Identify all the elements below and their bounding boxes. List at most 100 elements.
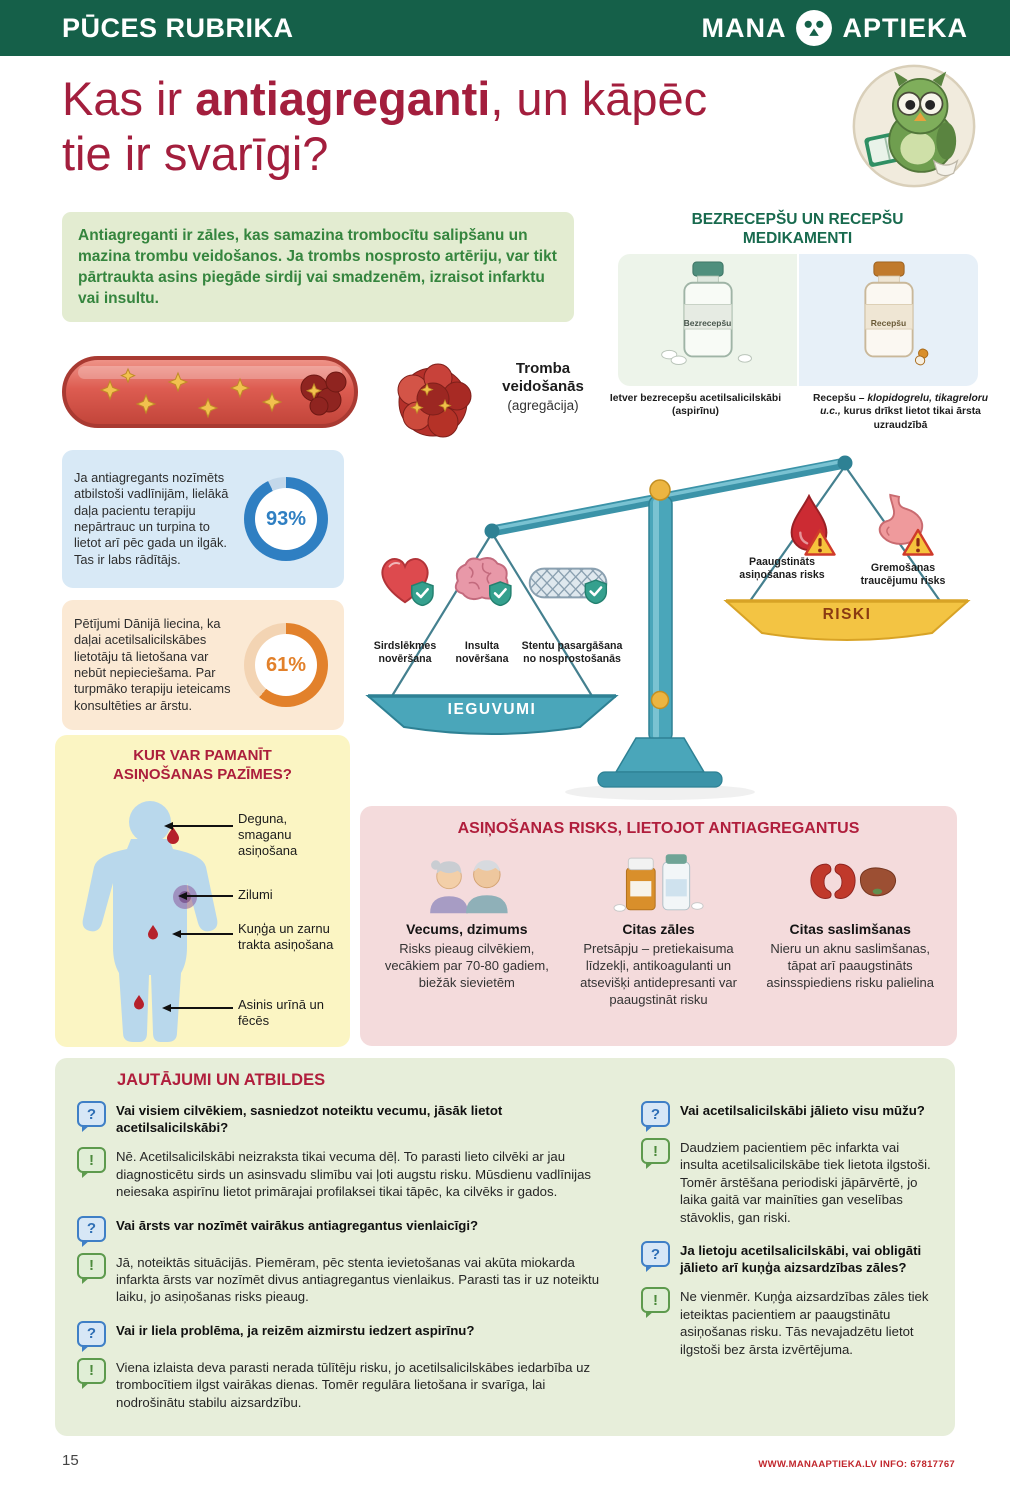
benefit-label-brain: Insulta novēršana xyxy=(455,640,509,666)
intro-box: Antiagreganti ir zāles, kas samazina tro… xyxy=(62,212,574,323)
brand-aptieka: APTIEKA xyxy=(842,12,968,43)
thrombus-caption-sub: (agregācija) xyxy=(507,398,579,413)
rx-medicine-panel: Recepšu xyxy=(799,254,978,386)
otc-medicine-panel: Bezrecepšu xyxy=(618,254,797,386)
stat-box-93: Ja antiagregants nozīmēts atbilstoši vad… xyxy=(62,450,344,588)
answer-icon: ! xyxy=(77,1357,106,1389)
bleeding-signs-heading: KUR VAR PAMANĪT ASIŅOŠANAS PAZĪMES? xyxy=(113,747,292,783)
risks-banner: RISKI xyxy=(822,606,872,623)
risk-label-digestive: Gremošanas traucējumu risks xyxy=(860,562,946,588)
medicine-bottles-icon xyxy=(612,854,704,912)
otc-bottle-label: Bezrecepšu xyxy=(683,318,732,328)
page-title: Kas ir antiagreganti, un kāpēc tie ir sv… xyxy=(62,72,707,181)
thrombus-caption: Tromba veidošanās (agregācija) xyxy=(486,360,600,413)
benefit-label-heart: Sirdslēkmes novēršana xyxy=(373,640,437,666)
blood-drop-belly-icon xyxy=(148,925,158,940)
bleeding-risk-heading: ASIŅOŠANAS RISKS, LIETOJOT ANTIAGREGANTU… xyxy=(457,820,860,837)
bleeding-sign-item: Kuņģa un zarnu trakta asiņošana xyxy=(238,921,334,952)
risk-col-text: Nieru un aknu saslimšanas, tāpat arī paa… xyxy=(766,941,934,990)
risk-column-diseases: Citas saslimšanas Nieru un aknu saslimša… xyxy=(761,848,939,1009)
question-icon: ? xyxy=(641,1241,670,1273)
bleeding-sign-item: Zilumi xyxy=(238,887,273,902)
risk-col-text: Risks pieaug cilvēkiem, vecākiem par 70-… xyxy=(384,941,549,990)
qa-question: ? Vai ārsts var nozīmēt vairākus antiagr… xyxy=(77,1214,617,1247)
bleeding-signs-box: KUR VAR PAMANĪT ASIŅOŠANAS PAZĪMES? Degu… xyxy=(55,735,350,1047)
rx-caption: Recepšu – klopidogrelu, tikagreloru u.c.… xyxy=(812,393,989,431)
warning-icon xyxy=(804,528,836,556)
blood-vessel-illustration xyxy=(58,342,363,447)
owl-mascot-icon xyxy=(852,64,976,188)
qa-section: JAUTĀJUMI UN ATBILDES ? Vai visiem cilvē… xyxy=(55,1058,955,1436)
donut-chart-93: 93% xyxy=(244,477,328,561)
risk-col-title: Citas saslimšanas xyxy=(789,921,911,937)
bleeding-sign-item: Deguna, smaganu asiņošana xyxy=(238,811,298,858)
stat-61-value: 61% xyxy=(265,653,307,676)
brand-owl-logo-icon xyxy=(795,9,833,47)
qa-answer: ! Nē. Acetilsalicilskābi neizraksta tika… xyxy=(77,1145,617,1200)
balance-scale-illustration xyxy=(365,455,971,800)
arrow-to-groin xyxy=(162,1003,233,1012)
bleeding-risk-box: ASIŅOŠANAS RISKS, LIETOJOT ANTIAGREGANTU… xyxy=(360,806,957,1046)
qa-heading: JAUTĀJUMI UN ATBILDES xyxy=(117,1071,326,1089)
qa-answer: ! Ne vienmēr. Kuņģa aizsardzības zāles t… xyxy=(641,1285,931,1358)
title-line2: tie ir svarīgi? xyxy=(62,126,329,180)
intro-text: Antiagreganti ir zāles, kas samazina tro… xyxy=(78,227,557,308)
title-part2: , un kāpēc xyxy=(490,72,708,125)
kidneys-liver-icon xyxy=(810,863,897,899)
otc-bottle-icon xyxy=(660,261,752,365)
title-bold: antiagreganti xyxy=(195,72,491,125)
header-bar: PŪCES RUBRIKA MANA APTIEKA xyxy=(0,0,1010,56)
qa-answer: ! Daudziem pacientiem pēc infarkta vai i… xyxy=(641,1136,931,1226)
question-icon: ? xyxy=(641,1101,670,1132)
meds-captions: Ietver bezrecepšu acetilsalicilskābi (as… xyxy=(598,392,998,432)
qa-answer: ! Viena izlaista deva parasti nerada tūl… xyxy=(77,1356,617,1411)
qa-question: ? Vai visiem cilvēkiem, sasniedzot notei… xyxy=(77,1099,617,1136)
warning-icon xyxy=(902,528,934,556)
risk-column-age: Vecums, dzimums Risks pieaug cilvēkiem, … xyxy=(378,848,556,1009)
stat-93-value: 93% xyxy=(265,507,307,530)
stat-61-text: Pētījumi Dānijā liecina, ka daļai acetil… xyxy=(74,615,231,713)
risk-column-drugs: Citas zāles Pretsāpju – pretiekaisuma lī… xyxy=(570,848,748,1009)
human-body-icon xyxy=(82,801,218,1042)
thrombus-caption-title: Tromba veidošanās xyxy=(502,360,584,395)
stat-box-61: Pētījumi Dānijā liecina, ka daļai acetil… xyxy=(62,600,344,730)
question-icon: ? xyxy=(77,1101,106,1132)
blood-drop-nose-icon xyxy=(167,827,179,844)
qa-right-column: ? Vai acetilsalicilskābi jālieto visu mū… xyxy=(641,1099,931,1424)
rubric-title: PŪCES RUBRIKA xyxy=(62,12,294,43)
meds-heading: BEZRECEPŠU UN RECEPŠU MEDIKAMENTI xyxy=(691,211,904,248)
qa-question: ? Vai acetilsalicilskābi jālieto visu mū… xyxy=(641,1099,931,1132)
qa-left-column: ? Vai visiem cilvēkiem, sasniedzot notei… xyxy=(77,1099,617,1424)
question-icon: ? xyxy=(77,1320,106,1352)
blood-drop-groin-icon xyxy=(134,995,144,1010)
elderly-couple-icon xyxy=(429,860,508,914)
arrow-to-bruise xyxy=(178,891,233,900)
answer-icon: ! xyxy=(641,1287,670,1319)
qa-question: ? Vai ir liela problēma, ja reizēm aizmi… xyxy=(77,1319,617,1352)
rx-bottle-label: Recepšu xyxy=(870,318,907,328)
answer-icon: ! xyxy=(77,1252,106,1284)
benefit-label-stent: Stentu pasargāšana no nosprostošanās xyxy=(521,640,623,666)
risk-col-title: Vecums, dzimums xyxy=(406,921,528,937)
thrombus-illustration xyxy=(383,352,483,457)
risk-col-text: Pretsāpju – pretiekaisuma līdzekļi, anti… xyxy=(580,941,737,1007)
qa-answer: ! Jā, noteiktās situācijās. Piemēram, pē… xyxy=(77,1251,617,1306)
heart-icon xyxy=(381,558,434,607)
stat-93-text: Ja antiagregants nozīmēts atbilstoši vad… xyxy=(74,469,229,567)
qa-question: ? Ja lietoju acetilsalicilskābi, vai obl… xyxy=(641,1239,931,1276)
risk-col-title: Citas zāles xyxy=(622,921,695,937)
brain-icon xyxy=(454,557,512,607)
risk-label-bleeding: Paaugstināts asiņošanas risks xyxy=(739,556,825,582)
rx-bottle-icon xyxy=(863,261,928,366)
otc-caption: Ietver bezrecepšu acetilsalicilskābi (as… xyxy=(609,393,782,418)
arrow-to-nose xyxy=(164,821,233,830)
question-icon: ? xyxy=(77,1215,106,1247)
brand-mana: MANA xyxy=(701,12,787,43)
title-part1: Kas ir xyxy=(62,72,196,125)
brand: MANA APTIEKA xyxy=(701,9,968,47)
arrow-to-belly xyxy=(172,929,233,938)
stent-icon xyxy=(528,567,608,605)
benefits-banner: IEGUVUMI xyxy=(447,701,537,718)
meds-illustration: Bezrecepšu Recepšu xyxy=(618,254,978,386)
